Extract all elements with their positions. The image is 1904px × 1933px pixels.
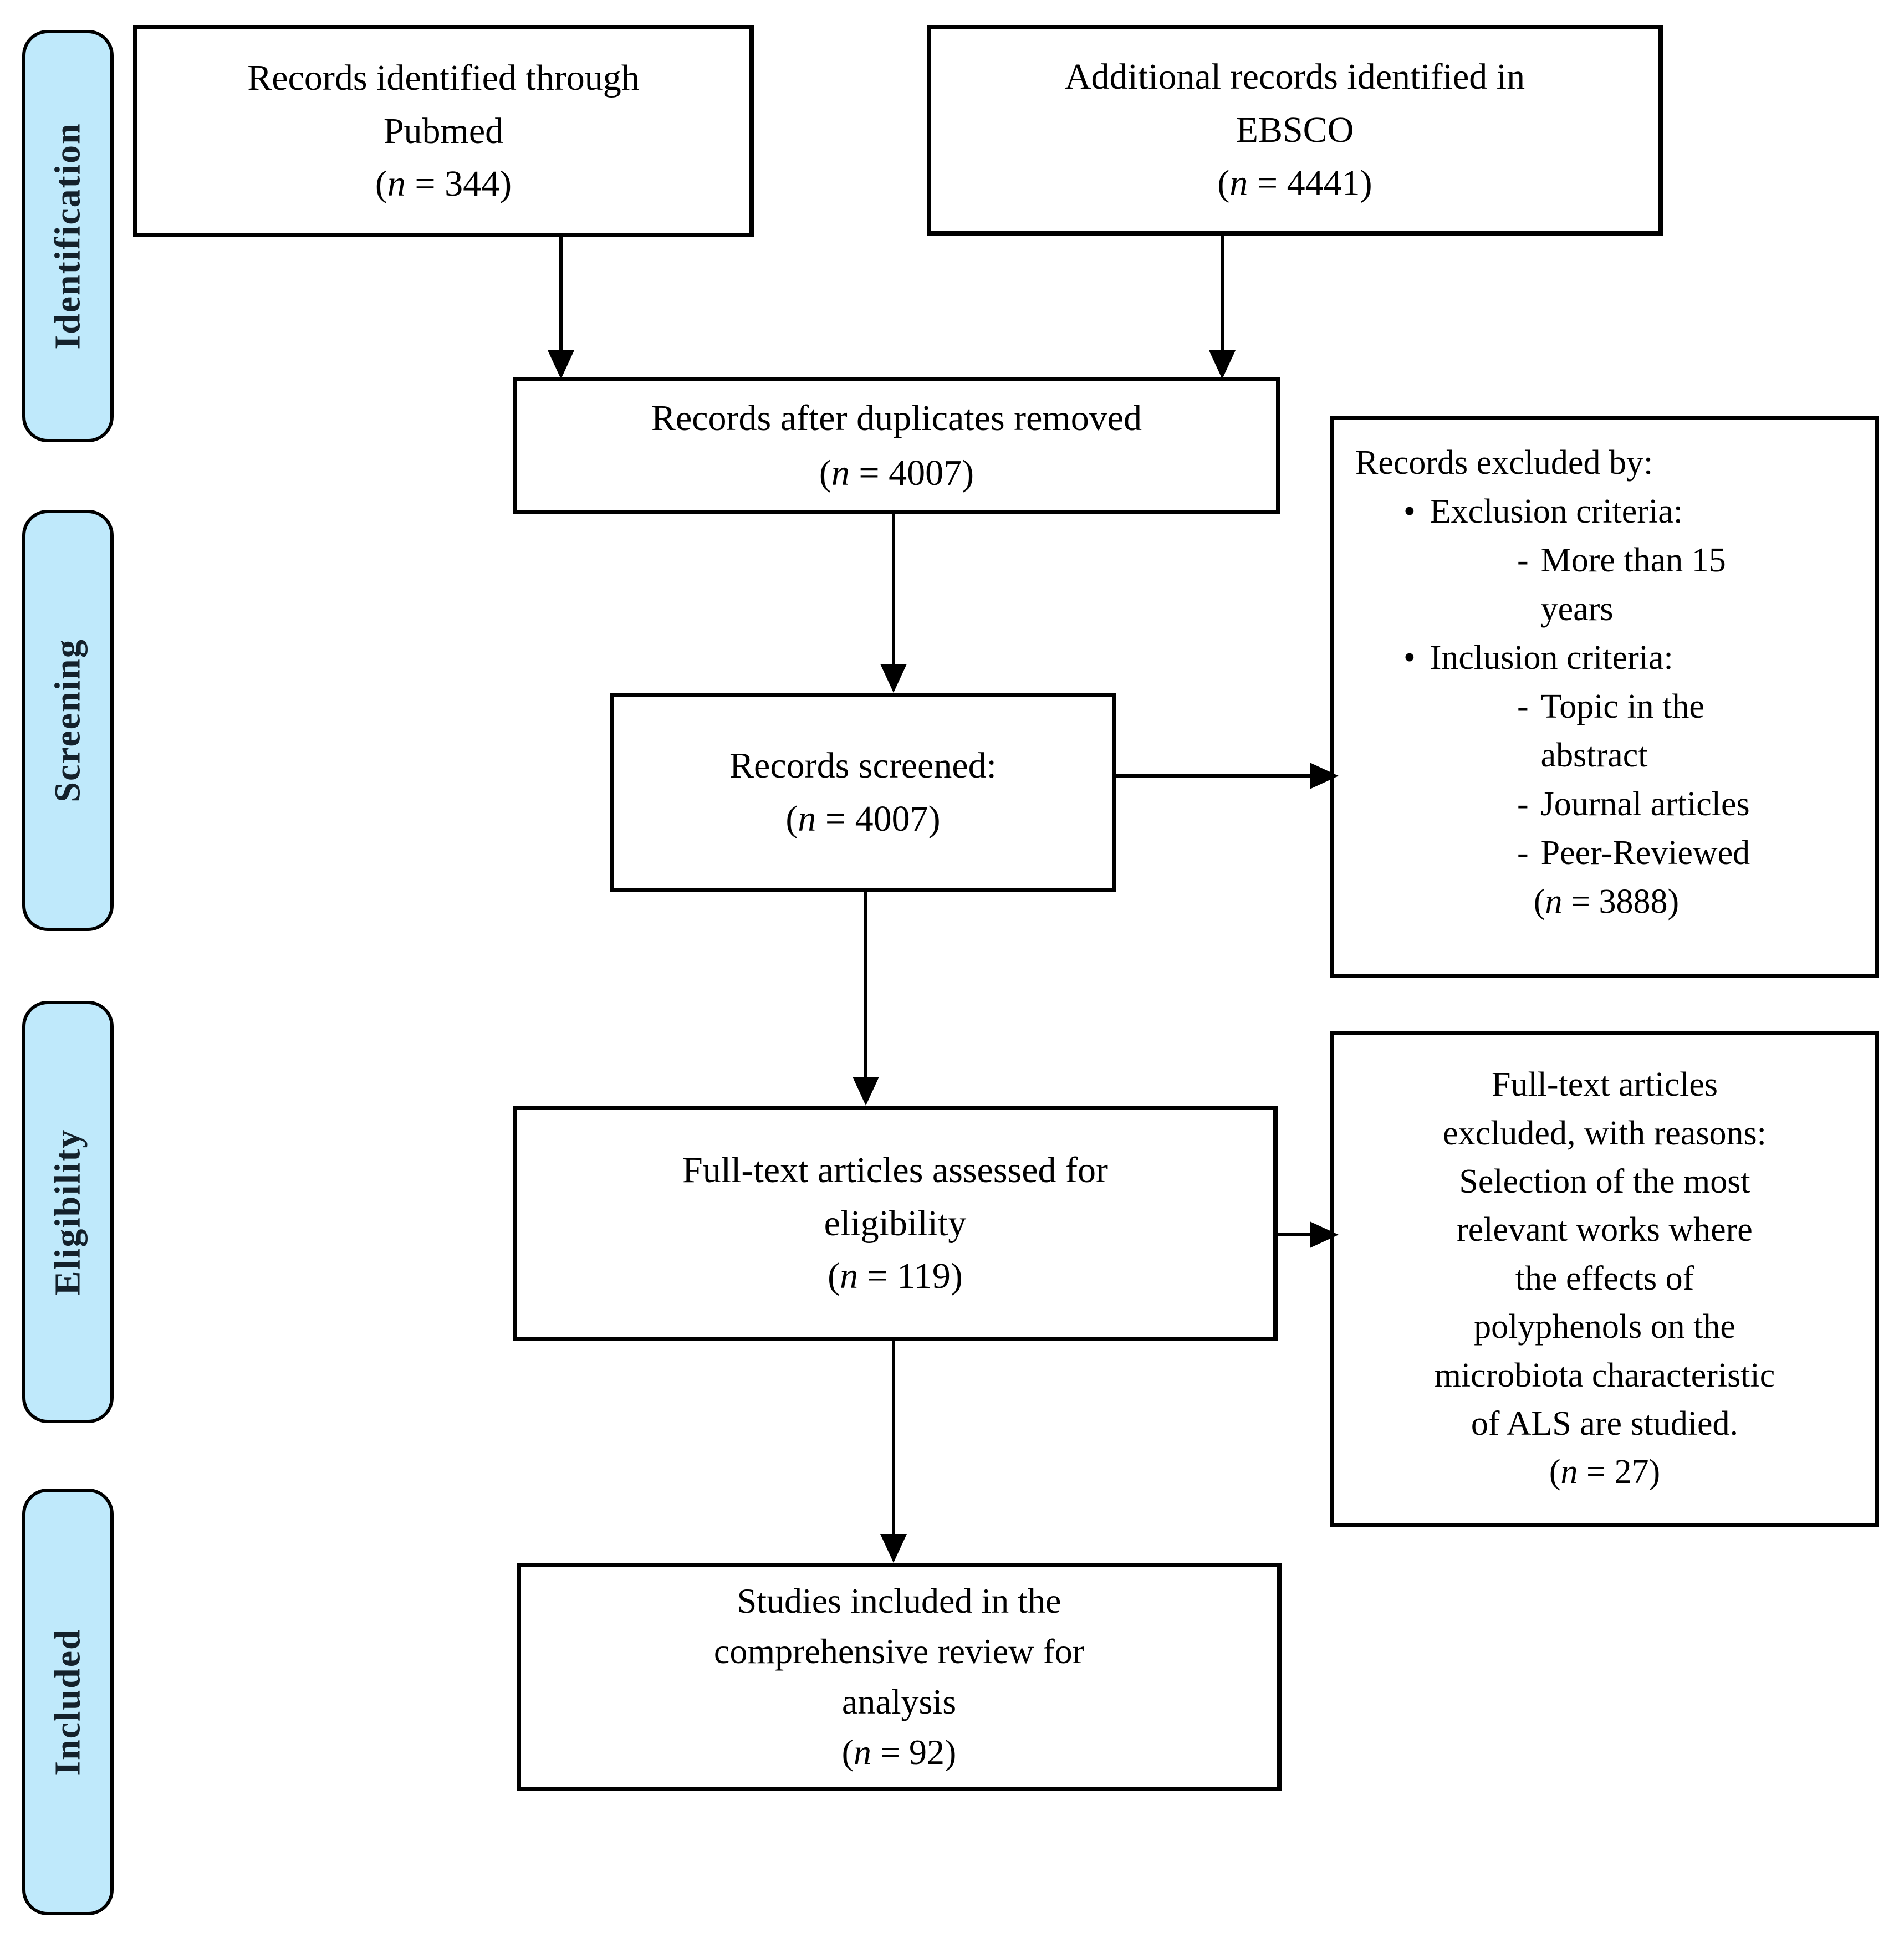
exclusion-criteria-item: • Exclusion criteria: xyxy=(1403,487,1862,536)
inclusion-subitem-journal: - Journal articles xyxy=(1517,780,1862,829)
inclusion-subitem-peer-text: Peer-Reviewed xyxy=(1540,834,1750,872)
screened-to-assessed-line xyxy=(864,892,867,1077)
records-excluded-title: Records excluded by: xyxy=(1355,444,1653,482)
records-screened-text: Records screened:(n = 4007) xyxy=(729,745,997,839)
dash-icon: - xyxy=(1517,834,1529,872)
exclusion-criteria-label: Exclusion criteria: xyxy=(1430,493,1683,531)
stage-identification: Identification xyxy=(22,30,114,442)
screened-to-excluded-arrowhead-icon xyxy=(1310,763,1339,789)
assessed-to-included-arrowhead-icon xyxy=(880,1534,907,1563)
stage-identification-label: Identification xyxy=(47,122,88,350)
assessed-to-included-line xyxy=(892,1341,895,1534)
stage-eligibility-label: Eligibility xyxy=(47,1128,88,1296)
duplicates-removed-text: Records after duplicates removed(n = 400… xyxy=(651,398,1142,493)
stage-eligibility: Eligibility xyxy=(22,1001,114,1423)
dash-icon: - xyxy=(1517,541,1529,580)
dash-icon: - xyxy=(1517,688,1529,726)
inclusion-subitem-journal-text: Journal articles xyxy=(1540,785,1750,824)
screened-to-assessed-arrowhead-icon xyxy=(853,1077,879,1106)
pubmed-to-duplicates-arrowhead-icon xyxy=(548,350,574,379)
ebsco-to-duplicates-line xyxy=(1221,233,1224,350)
records-excluded-count: (n = 3888) xyxy=(1533,883,1680,921)
bullet-icon: • xyxy=(1403,493,1416,531)
stage-included-label: Included xyxy=(47,1628,88,1776)
assessed-to-excluded-line xyxy=(1278,1233,1312,1236)
pubmed-to-duplicates-line xyxy=(559,237,563,350)
inclusion-subitem-peer: - Peer-Reviewed xyxy=(1517,829,1862,877)
bullet-icon: • xyxy=(1403,639,1416,677)
ebsco-to-duplicates-arrowhead-icon xyxy=(1209,350,1236,379)
duplicates-removed-box: Records after duplicates removed(n = 400… xyxy=(513,377,1280,514)
assessed-to-excluded-arrowhead-icon xyxy=(1310,1221,1339,1248)
dash-icon: - xyxy=(1517,785,1529,824)
records-screened-box: Records screened:(n = 4007) xyxy=(610,693,1116,892)
records-excluded-box: Records excluded by: • Exclusion criteri… xyxy=(1330,416,1879,978)
stage-screening: Screening xyxy=(22,510,114,931)
stage-screening-label: Screening xyxy=(47,638,88,802)
screened-to-excluded-line xyxy=(1116,774,1313,778)
duplicates-to-screened-arrowhead-icon xyxy=(880,664,907,693)
inclusion-criteria-item: • Inclusion criteria: xyxy=(1403,633,1862,682)
inclusion-criteria-label: Inclusion criteria: xyxy=(1430,639,1673,677)
duplicates-to-screened-line xyxy=(892,514,895,664)
stage-included: Included xyxy=(22,1489,114,1915)
